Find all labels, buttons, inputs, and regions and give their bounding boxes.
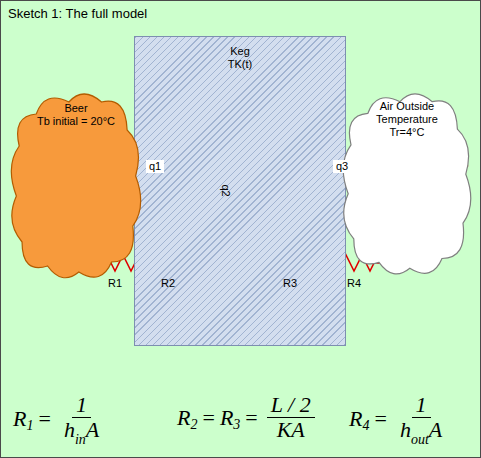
node-heading: Keg <box>230 45 250 58</box>
formula-number: 1 <box>416 393 427 417</box>
formula-subscript: 3 <box>233 417 240 433</box>
beer-cloud: BeerTb initial = 20°C <box>5 86 147 286</box>
resistance-label: R4 <box>347 277 361 290</box>
formula-operator: = <box>245 405 257 431</box>
formula-subscript: 1 <box>26 418 33 434</box>
cloud-shape <box>11 94 140 278</box>
formula-symbol: h <box>64 418 75 442</box>
formula-symbol: A <box>86 418 99 442</box>
flow-label: q3 <box>333 160 351 173</box>
formula-operator: = <box>202 405 214 431</box>
resistance-label: R1 <box>108 277 122 290</box>
node-value: Tr=4°C <box>390 126 425 139</box>
formula-symbol: KA <box>277 418 305 442</box>
formula-subscript: in <box>75 428 86 452</box>
numerator: L / 2 <box>267 393 315 418</box>
formula-subscript: out <box>411 428 429 452</box>
formula-subscript: 4 <box>362 418 369 434</box>
formula-symbol: R <box>13 406 26 432</box>
cloud-shape <box>343 94 471 274</box>
denominator: houtA <box>396 418 446 445</box>
formula-operator: = <box>374 406 386 432</box>
numerator: 1 <box>412 393 431 418</box>
node-value: Tb initial = 20°C <box>37 115 115 128</box>
fraction: 1houtA <box>396 393 446 445</box>
denominator: KA <box>273 418 309 442</box>
resistance-label: R2 <box>161 277 175 290</box>
resistance-label: R3 <box>283 277 297 290</box>
formula-subscript: 2 <box>190 417 197 433</box>
keg-box: KegTK(t) <box>134 36 346 346</box>
formula: R1=1hinA <box>13 393 107 445</box>
diagram-title: Sketch 1: The full model <box>8 6 147 21</box>
formula: R4 = 1houtA <box>349 393 450 445</box>
node-heading: Air Outside Temperature <box>361 100 453 126</box>
denominator: hinA <box>60 418 103 445</box>
numerator: 1 <box>72 393 91 418</box>
formula-symbol: R <box>220 405 233 431</box>
node-heading: Beer <box>64 102 87 115</box>
fraction: L / 2KA <box>267 393 315 442</box>
formula: R2=R3=L / 2KA <box>177 393 319 442</box>
formula-number: L / 2 <box>271 393 311 417</box>
formula-symbol: h <box>400 418 411 442</box>
flow-label: q2 <box>218 184 231 196</box>
formula-symbol: R <box>349 406 362 432</box>
formula-symbol: A <box>429 418 442 442</box>
fraction: 1hinA <box>60 393 103 445</box>
formula-number: 1 <box>76 393 87 417</box>
air-cloud: Air Outside TemperatureTr=4°C <box>337 86 477 282</box>
flow-label: q1 <box>146 160 164 173</box>
node-value: TK(t) <box>228 58 252 71</box>
formula-operator: = <box>38 406 50 432</box>
formula-symbol: R <box>177 405 190 431</box>
